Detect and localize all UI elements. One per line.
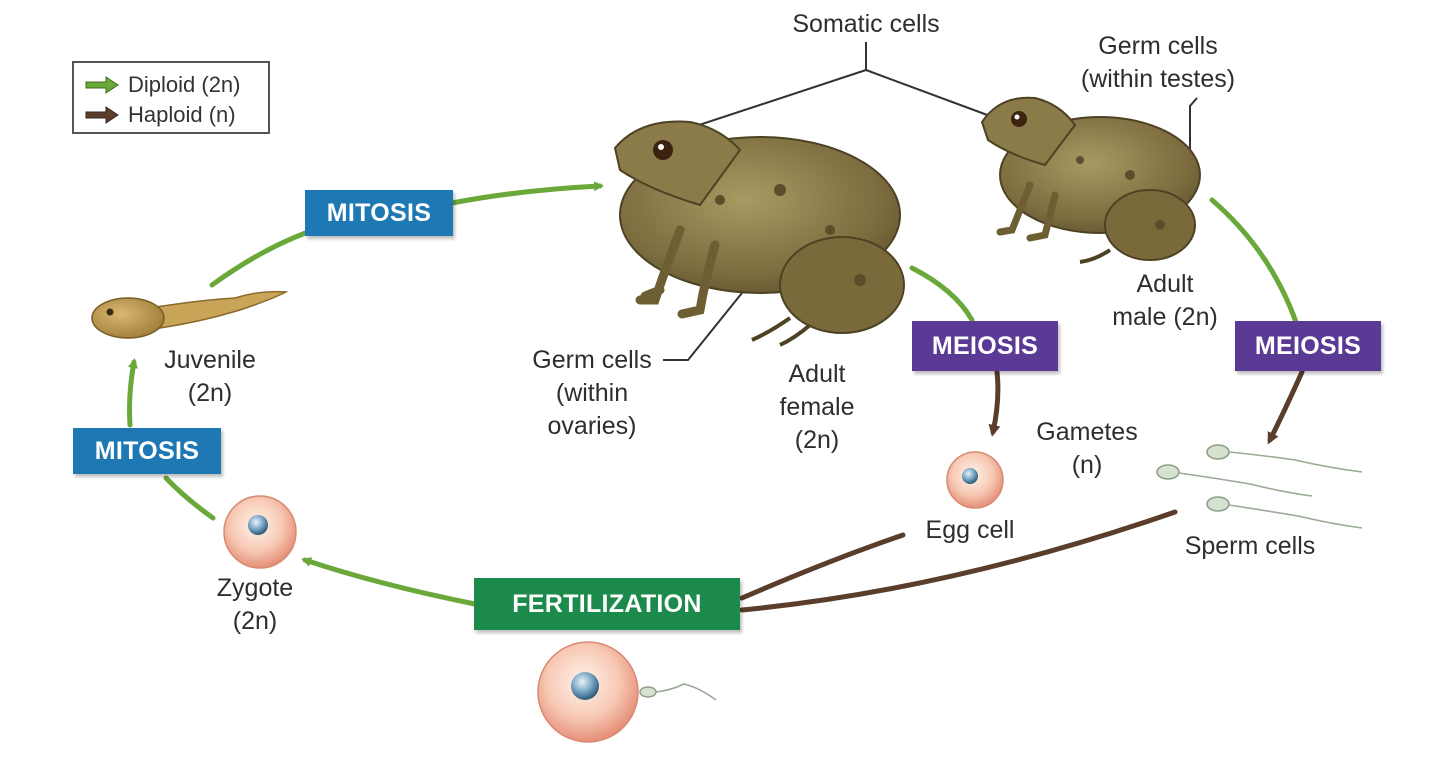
mitosis-top-label: MITOSIS xyxy=(326,198,432,227)
zygote-illustration xyxy=(223,495,297,569)
fertilization-illustration xyxy=(537,641,717,743)
meiosis-male-box: MEIOSIS xyxy=(1235,321,1381,371)
juvenile-line-2: (2n) xyxy=(187,379,233,407)
legend-haploid-label: Haploid (n) xyxy=(128,102,236,127)
diploid-arrows xyxy=(127,181,1299,607)
tadpole-illustration xyxy=(91,290,289,339)
germ-cells-ovaries-label: Germ cells (within ovaries) xyxy=(512,344,672,443)
meiosis-male-label: MEIOSIS xyxy=(1254,331,1362,360)
diploid-arrow-icon xyxy=(85,76,119,94)
germ-cells-ovaries-line-3: ovaries) xyxy=(547,412,637,440)
egg-cell-label: Egg cell xyxy=(925,516,1015,544)
mitosis-top-box: MITOSIS xyxy=(305,190,453,236)
meiosis-female-box: MEIOSIS xyxy=(912,321,1058,371)
legend-diploid: Diploid (2n) xyxy=(84,71,241,99)
legend-haploid: Haploid (n) xyxy=(84,101,236,129)
somatic-cells-connector xyxy=(689,42,991,129)
juvenile-line-1: Juvenile xyxy=(164,346,256,374)
zygote-label: Zygote (2n) xyxy=(195,572,315,638)
gametes-line-1: Gametes xyxy=(1036,418,1138,446)
adult-male-label: Adult male (2n) xyxy=(1090,268,1240,334)
fertilization-box: FERTILIZATION xyxy=(474,578,740,630)
egg-cell-illustration xyxy=(946,451,1004,509)
adult-male-frog-illustration xyxy=(980,96,1201,264)
germ-cells-ovaries-line-2: (within xyxy=(555,379,629,407)
gametes-line-2: (n) xyxy=(1071,451,1103,479)
adult-male-line-2: male (2n) xyxy=(1112,303,1218,331)
zygote-line-1: Zygote xyxy=(216,574,294,602)
germ-cells-testes-line-1: Germ cells xyxy=(1098,32,1218,60)
haploid-arrow-icon xyxy=(85,106,119,124)
adult-female-frog-illustration xyxy=(613,120,905,347)
zygote-line-2: (2n) xyxy=(232,607,278,635)
legend-diploid-label: Diploid (2n) xyxy=(128,72,241,97)
meiosis-female-label: MEIOSIS xyxy=(931,331,1039,360)
adult-male-line-1: Adult xyxy=(1136,270,1194,298)
adult-female-line-1: Adult xyxy=(788,360,846,388)
adult-female-label: Adult female (2n) xyxy=(752,358,882,457)
haploid-arrows xyxy=(739,369,1305,613)
mitosis-left-box: MITOSIS xyxy=(73,428,221,474)
sperm-cells-label: Sperm cells xyxy=(1184,532,1316,560)
fertilization-label: FERTILIZATION xyxy=(512,589,702,618)
adult-female-line-2: female xyxy=(779,393,855,421)
adult-female-line-3: (2n) xyxy=(794,426,840,454)
sperm-cells-illustration xyxy=(1156,444,1363,529)
germ-cells-testes-label: Germ cells (within testes) xyxy=(1058,30,1258,96)
somatic-cells-label: Somatic cells xyxy=(792,10,940,38)
gametes-label: Gametes (n) xyxy=(1022,416,1152,482)
juvenile-label: Juvenile (2n) xyxy=(145,344,275,410)
germ-cells-testes-line-2: (within testes) xyxy=(1080,65,1236,93)
germ-cells-ovaries-line-1: Germ cells xyxy=(532,346,652,374)
mitosis-left-label: MITOSIS xyxy=(94,436,200,465)
legend: Diploid (2n) Haploid (n) xyxy=(72,61,270,134)
